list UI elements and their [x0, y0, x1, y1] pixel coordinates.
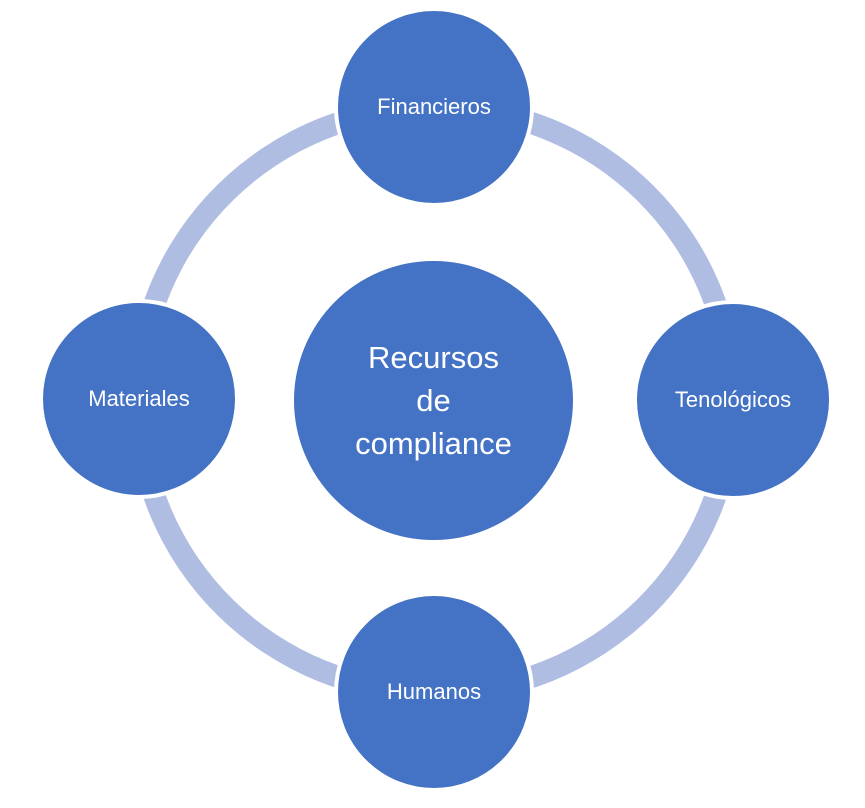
- node-humanos: Humanos: [334, 592, 534, 792]
- node-humanos-label: Humanos: [386, 679, 482, 704]
- center-node: Recursos de compliance: [294, 261, 573, 540]
- node-tenologicos-label: Tenológicos: [674, 387, 792, 412]
- center-label-line-1: Recursos: [368, 340, 499, 375]
- node-financieros-label: Financieros: [377, 94, 491, 119]
- node-financieros: Financieros: [334, 7, 534, 207]
- node-tenologicos: Tenológicos: [633, 300, 833, 500]
- center-node-label: Recursos de compliance: [355, 336, 512, 465]
- node-materiales: Materiales: [39, 299, 239, 499]
- center-label-line-2: de: [416, 383, 451, 418]
- center-label-line-3: compliance: [355, 426, 512, 461]
- node-materiales-label: Materiales: [88, 386, 190, 411]
